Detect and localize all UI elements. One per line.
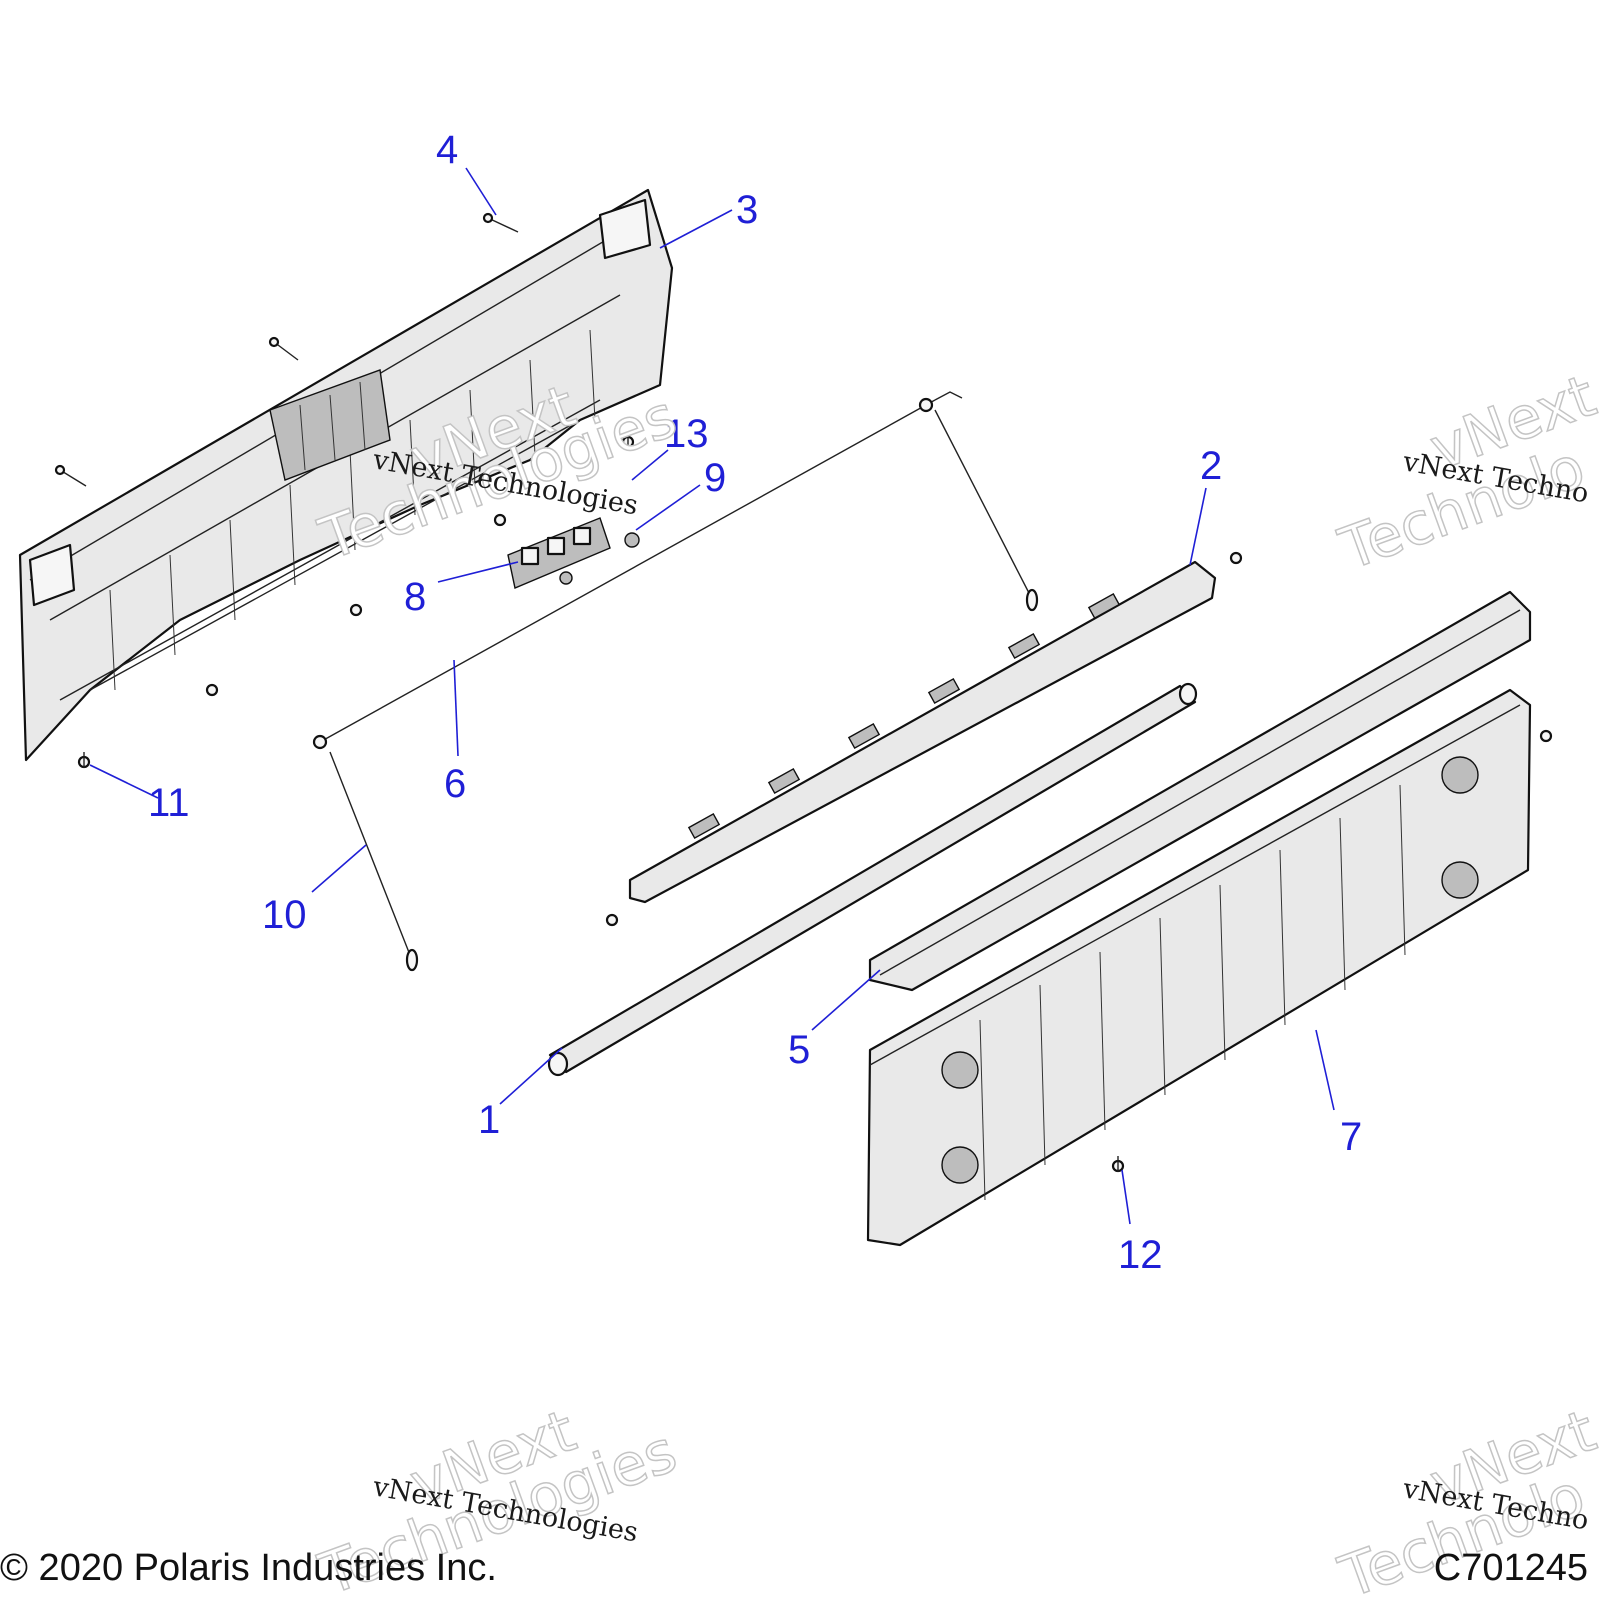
leader-7 [1315, 1029, 1335, 1111]
drawing-code: C701245 [1434, 1547, 1588, 1589]
tailgate-inner-panel [18, 188, 674, 762]
cable-right [934, 409, 1039, 612]
leader-2 [1189, 487, 1207, 566]
watermark-upper-right: vNext Technolo vNext Techno [1330, 361, 1600, 585]
leader-11 [89, 764, 159, 799]
leader-9 [635, 484, 701, 531]
fastener-12 [1111, 1156, 1125, 1173]
fastener-7-right [1539, 729, 1553, 743]
callout-13: 13 [664, 412, 709, 456]
leader-13 [631, 449, 669, 481]
bolt-top-left [268, 336, 299, 361]
bolt-left [54, 464, 87, 487]
callout-5: 5 [788, 1028, 810, 1072]
fastener-11 [77, 752, 91, 769]
screw-2-left [605, 913, 619, 927]
callout-12: 12 [1118, 1233, 1163, 1277]
callout-8: 8 [404, 575, 426, 619]
leader-1 [499, 1047, 563, 1105]
tube-1 [547, 682, 1198, 1077]
callout-6: 6 [444, 762, 466, 806]
bolt-4 [482, 212, 519, 233]
callout-4: 4 [436, 128, 458, 172]
callout-11: 11 [148, 781, 190, 825]
callout-1: 1 [478, 1098, 500, 1142]
leader-6 [453, 659, 459, 757]
leader-3 [659, 209, 733, 249]
leader-5 [811, 969, 881, 1031]
callout-7: 7 [1340, 1115, 1362, 1159]
cable-10 [329, 751, 419, 972]
leader-12 [1121, 1169, 1131, 1225]
rail-5 [868, 590, 1532, 992]
leader-10 [311, 844, 367, 893]
callout-3: 3 [736, 188, 758, 232]
rod-6 [312, 391, 963, 750]
leader-8 [437, 561, 519, 583]
latch-8 [507, 517, 611, 589]
tailgate-outer-panel [866, 688, 1532, 1247]
channel-2 [628, 560, 1217, 904]
nut-small [559, 571, 573, 585]
copyright-text: © 2020 Polaris Industries Inc. [0, 1547, 497, 1589]
callout-2: 2 [1200, 444, 1222, 488]
fastener-13 [621, 432, 635, 449]
nut-9 [624, 532, 640, 548]
callout-9: 9 [704, 456, 726, 500]
screw-2-right [1229, 551, 1243, 565]
leader-4 [465, 167, 497, 216]
callout-10: 10 [262, 893, 307, 937]
fastener-misc [205, 513, 507, 697]
